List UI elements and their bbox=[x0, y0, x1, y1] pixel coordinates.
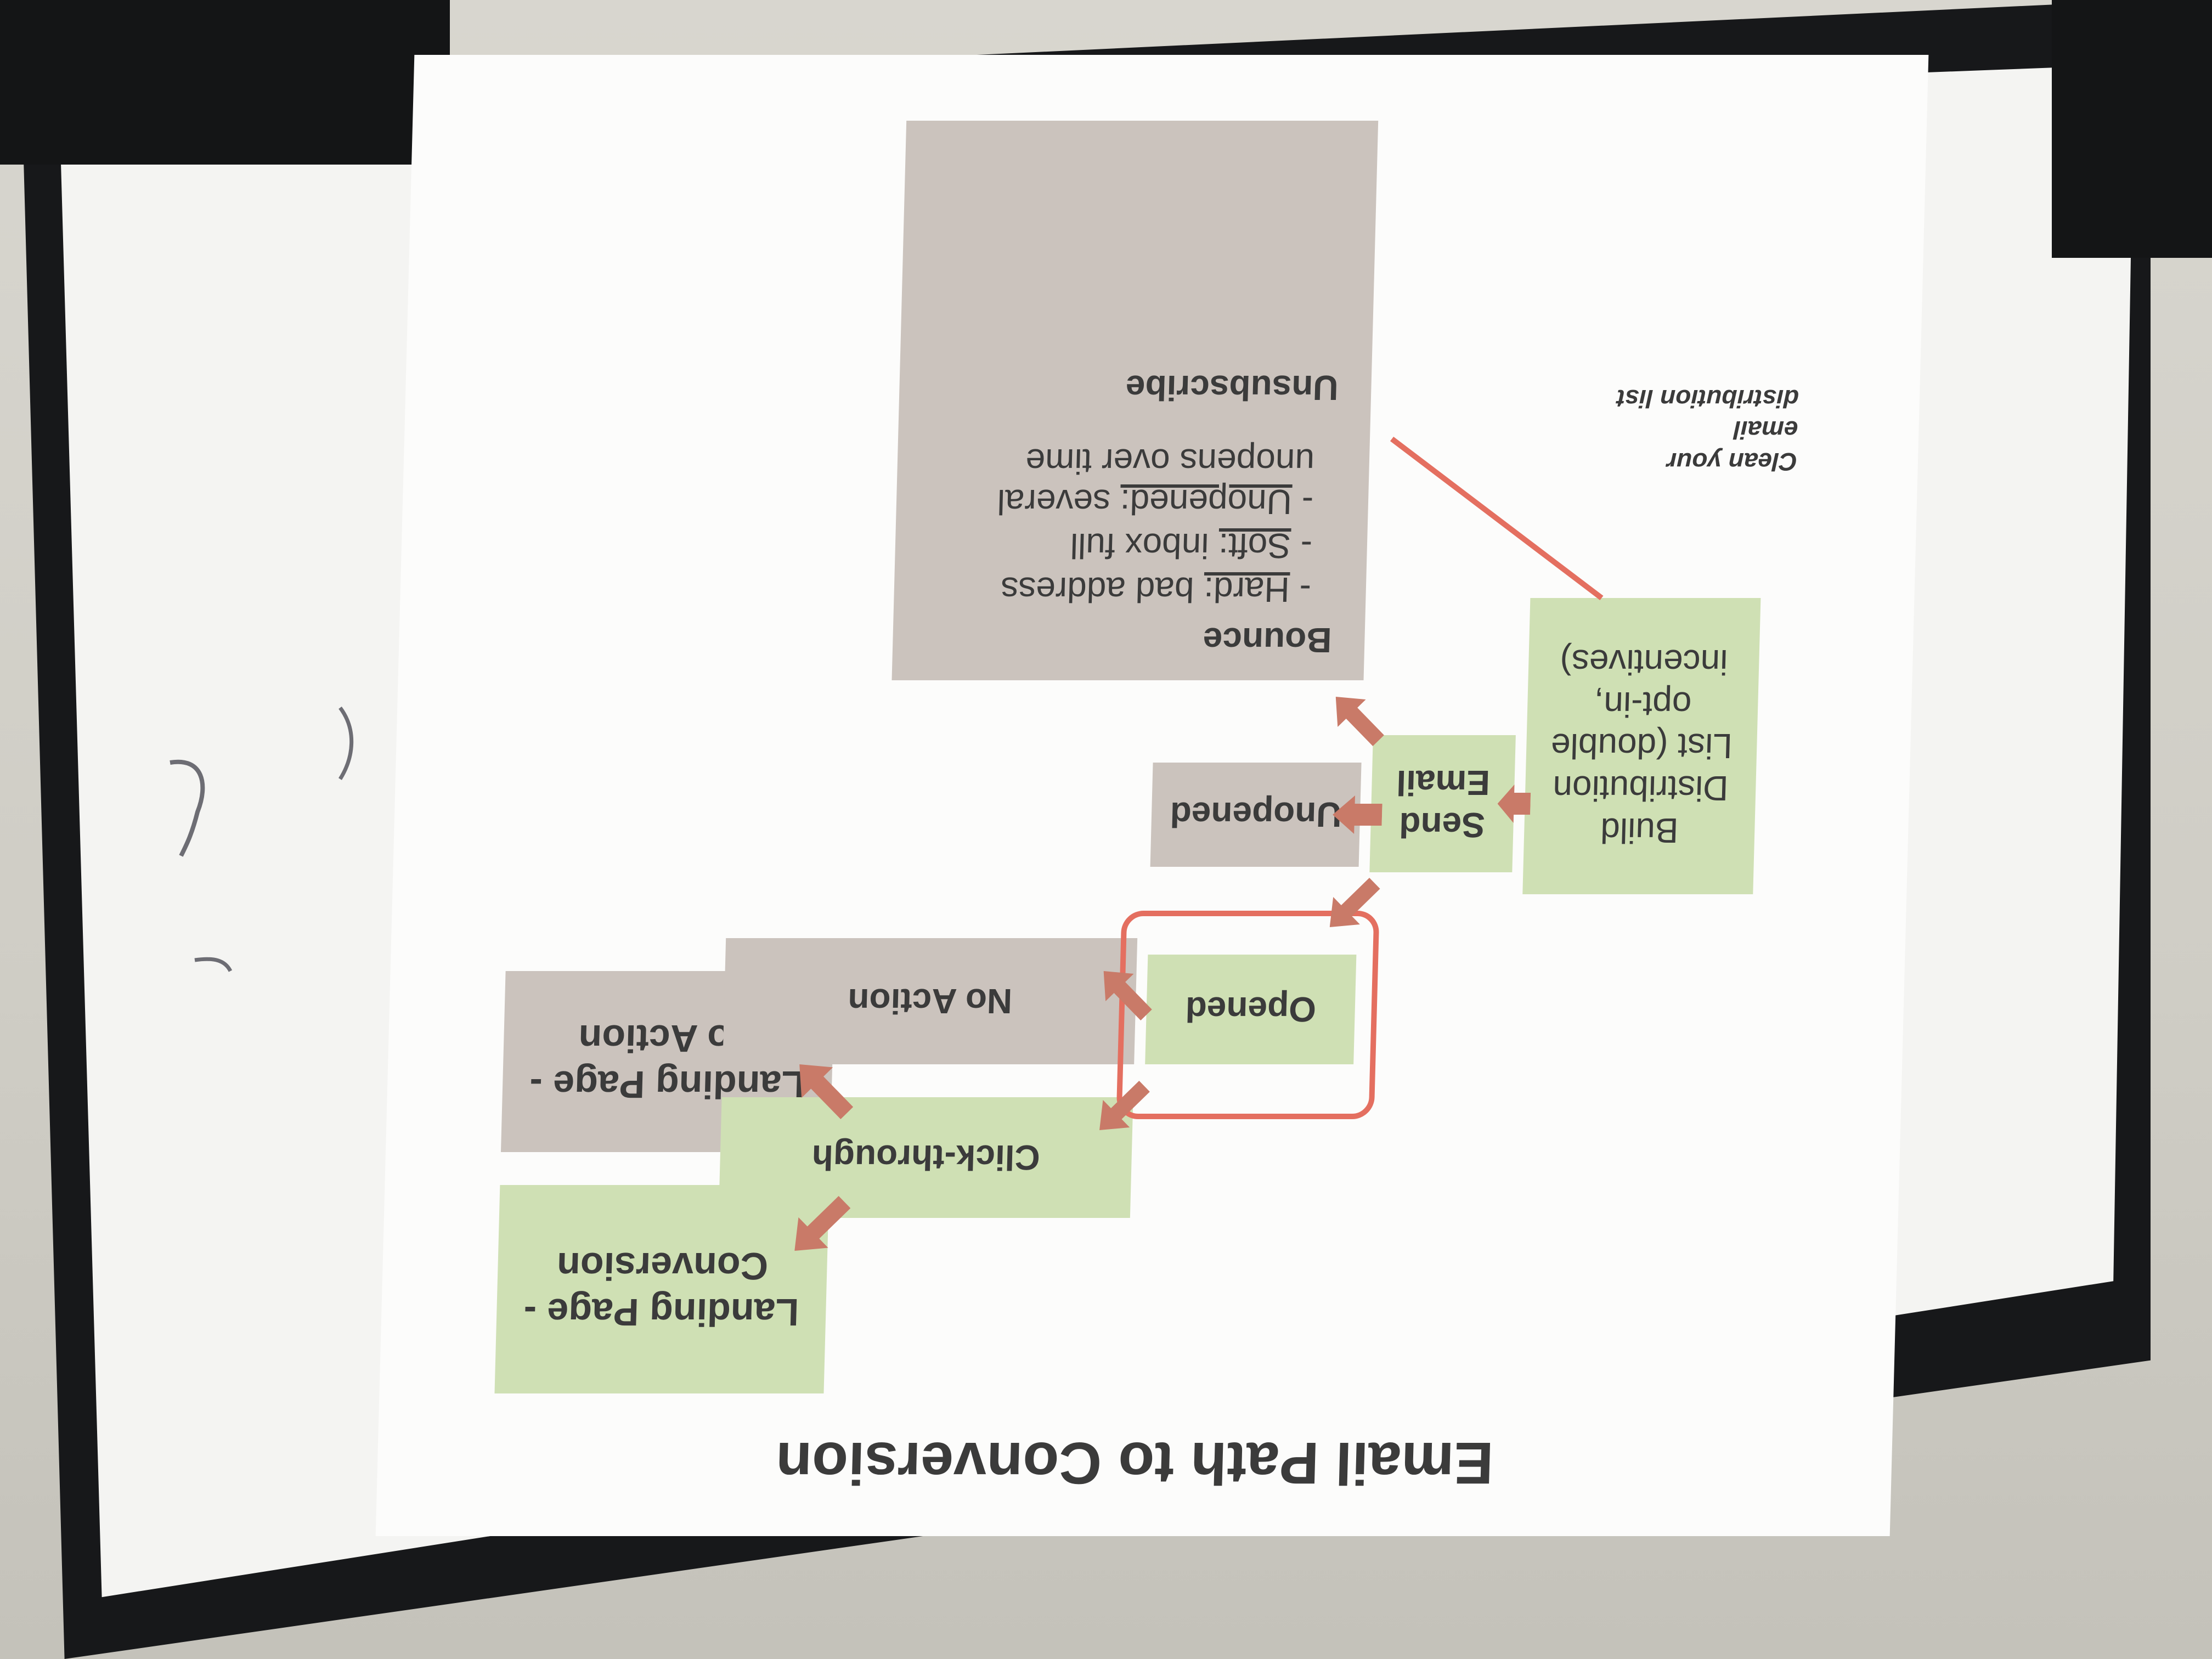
arrow-send-to-bounce bbox=[1335, 697, 1384, 746]
arrow-click-to-conversion bbox=[794, 1196, 851, 1251]
bounce-box: Bounce - Hard: bad address - Soft: inbox… bbox=[891, 121, 1379, 680]
pen-mark-left bbox=[170, 759, 205, 857]
bounce-item-unopened: - Unopened: several unopens over time bbox=[996, 442, 1315, 522]
slide-content: Email Path to Conversion Landing Page - … bbox=[376, 55, 1929, 1536]
arrow-opened-to-click-through bbox=[1099, 1081, 1150, 1130]
projector-top-right bbox=[2052, 0, 2212, 258]
opened-highlight bbox=[1116, 911, 1380, 1119]
arrow-send-to-opened bbox=[1329, 878, 1380, 927]
bounce-term-unopened: Unopened: bbox=[1119, 482, 1293, 522]
bounce-rest-hard: bad address bbox=[1000, 570, 1205, 610]
clean-list-note-text: Clean your email distribution list bbox=[1616, 385, 1799, 476]
no-action-label: No Action bbox=[847, 981, 1013, 1022]
no-action-box: No Action bbox=[723, 938, 1138, 1064]
clean-list-note: Clean your email distribution list bbox=[1599, 383, 1799, 478]
arrow-opened-to-no-action bbox=[1103, 971, 1152, 1020]
build-list-label: Build Distribution List (double opt-in, … bbox=[1550, 642, 1733, 850]
note-connector-line bbox=[1390, 436, 1604, 601]
send-email-label: Send Email bbox=[1396, 763, 1491, 845]
unopened-box: Unopened bbox=[1150, 763, 1362, 867]
projector-top-left bbox=[0, 0, 450, 165]
bounce-title: Bounce bbox=[1202, 620, 1333, 660]
send-email-box: Send Email bbox=[1369, 735, 1516, 872]
bounce-term-soft: Soft: bbox=[1218, 526, 1291, 566]
arrow-click-to-landing-no-action bbox=[799, 1064, 854, 1119]
unopened-label: Unopened bbox=[1169, 795, 1342, 835]
landing-conversion-label: Landing Page - Conversion bbox=[523, 1245, 800, 1334]
bounce-item-hard: - Hard: bad address bbox=[1000, 570, 1312, 610]
bounce-term-hard: Hard: bbox=[1203, 570, 1290, 610]
arrow-build-to-send bbox=[1497, 785, 1531, 823]
slide: Email Path to Conversion Landing Page - … bbox=[375, 55, 1929, 1536]
unsubscribe-title: Unsubscribe bbox=[1125, 368, 1339, 408]
click-through-box: Click-through bbox=[718, 1097, 1133, 1218]
bounce-item-soft: - Soft: inbox full bbox=[1069, 526, 1313, 566]
pen-mark-right bbox=[338, 706, 354, 780]
arrow-send-to-unopened bbox=[1333, 795, 1383, 834]
pen-mark-small bbox=[194, 957, 233, 972]
bounce-rest-soft: inbox full bbox=[1069, 526, 1220, 566]
build-list-box: Build Distribution List (double opt-in, … bbox=[1522, 598, 1761, 894]
slide-title: Email Path to Conversion bbox=[775, 1430, 1494, 1497]
click-through-label: Click-through bbox=[811, 1138, 1041, 1178]
